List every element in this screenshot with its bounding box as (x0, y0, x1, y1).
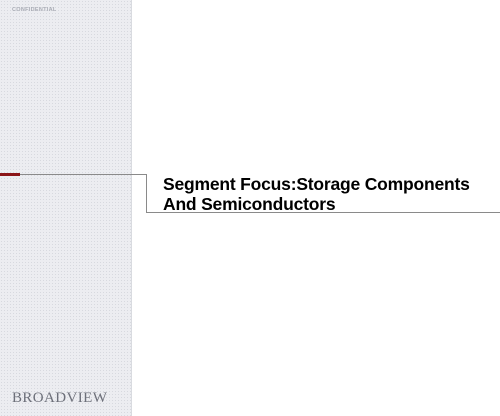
red-accent-bar (0, 173, 20, 176)
broadview-logo: BROADVIEW (12, 390, 108, 406)
title-underline (146, 212, 500, 213)
side-panel: CONFIDENTIAL BROADVIEW (0, 0, 132, 416)
divider-line (20, 174, 146, 175)
confidential-label: CONFIDENTIAL (12, 7, 57, 13)
title-bracket-vertical (146, 174, 147, 213)
slide-title: Segment Focus:Storage Components And Sem… (163, 174, 470, 214)
